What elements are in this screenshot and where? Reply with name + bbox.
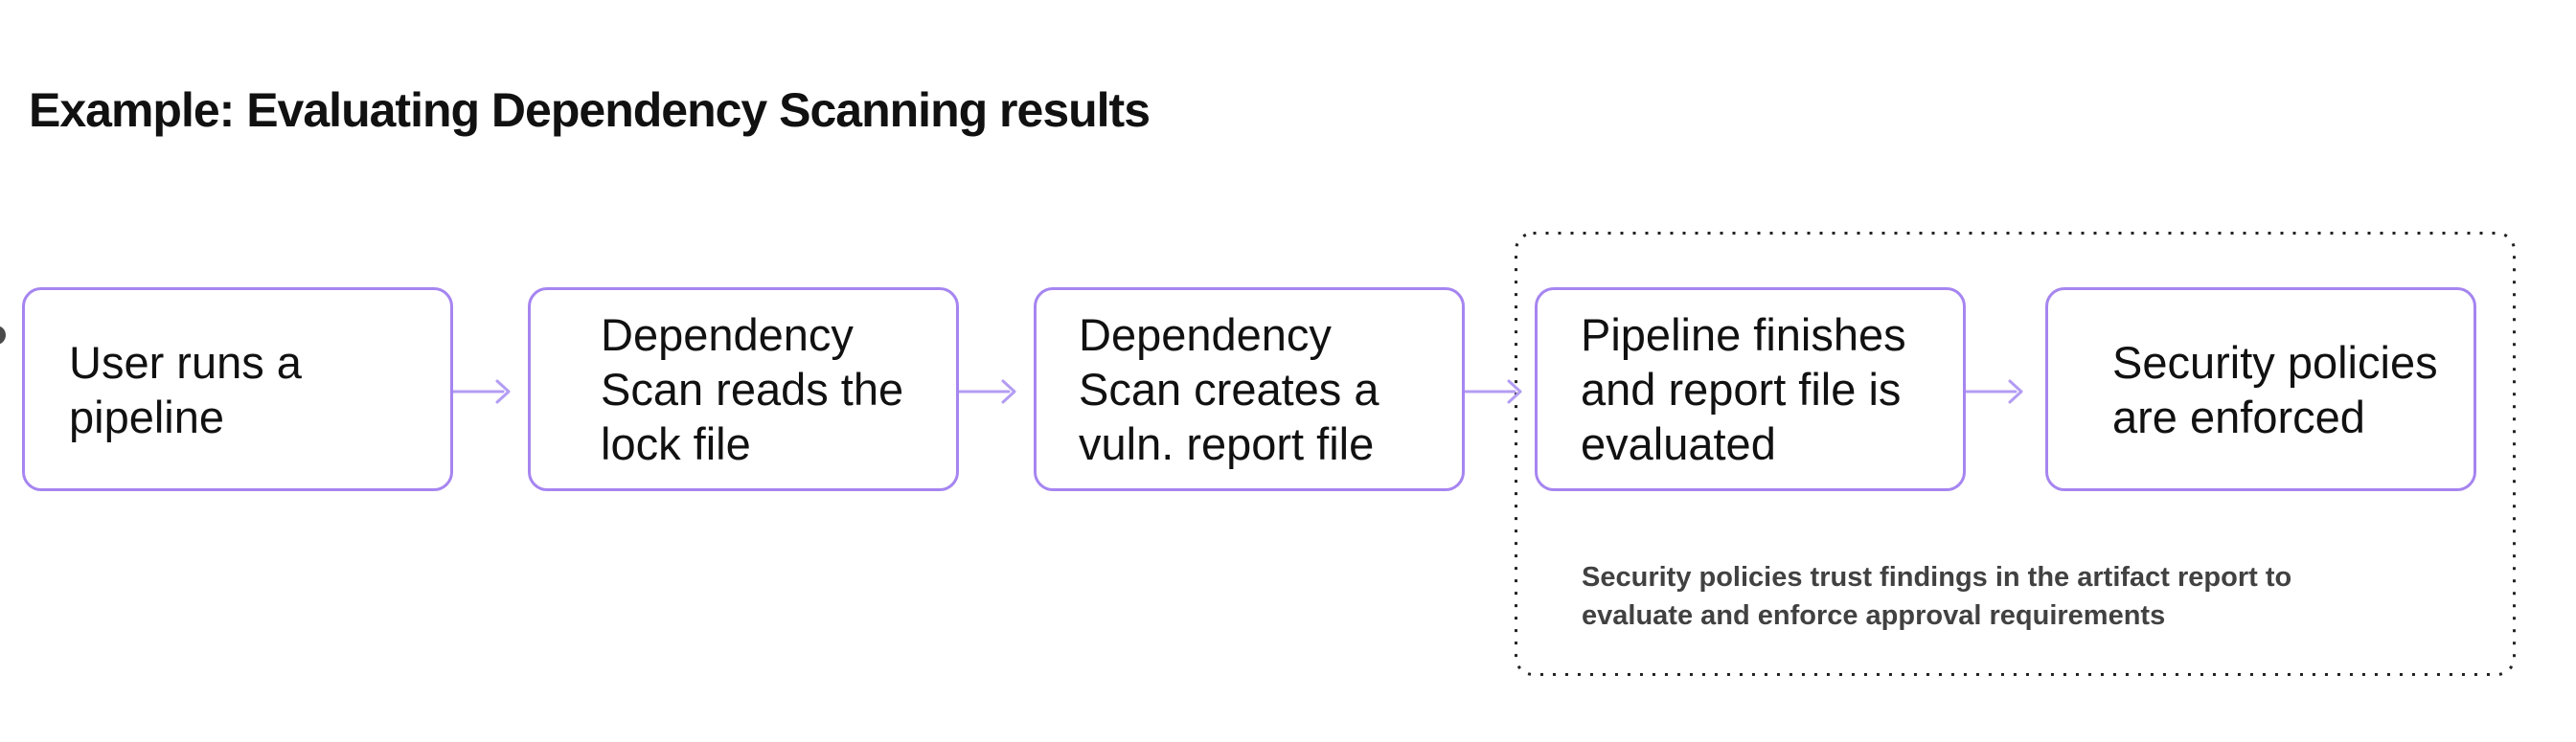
policy-evaluation-group: Security policies trust findings in the …	[1515, 232, 2516, 676]
node-line: Dependency	[601, 309, 854, 360]
flow-node-dep-scan-reads-lock: Dependency Scan reads the lock file	[528, 287, 959, 491]
flow-arrow-2-icon	[959, 379, 1016, 404]
flow-node-user-runs-pipeline: User runs a pipeline	[22, 287, 453, 491]
node-line: are enforced	[2112, 391, 2365, 442]
flow-arrow-3-icon	[1465, 379, 1522, 404]
node-line: pipeline	[69, 391, 225, 442]
flow-arrow-1-icon	[453, 379, 511, 404]
diagram-title: Example: Evaluating Dependency Scanning …	[29, 83, 1151, 137]
flow-arrow-4-icon	[1966, 379, 2023, 404]
flow-node-security-policies-enforced: Security policies are enforced	[2045, 287, 2476, 491]
dotted-border	[1515, 232, 2516, 676]
group-note-line-1: Security policies trust findings in the …	[1582, 562, 2292, 593]
node-line: User runs a	[69, 336, 302, 388]
group-note-line-2: evaluate and enforce approval requiremen…	[1582, 600, 2166, 631]
node-line: Security policies	[2112, 336, 2438, 388]
node-line: Scan reads the	[601, 364, 904, 415]
node-line: Scan creates a	[1079, 364, 1379, 415]
node-line: Dependency	[1079, 309, 1332, 360]
node-line: lock file	[601, 418, 751, 469]
node-line: evaluated	[1581, 418, 1776, 469]
flow-node-pipeline-finishes-evaluated: Pipeline finishes and report file is eva…	[1535, 287, 1966, 491]
group-note: Security policies trust findings in the …	[1582, 558, 2291, 635]
left-edge-artifact-dot	[0, 326, 6, 345]
node-line: and report file is	[1581, 364, 1902, 415]
flow-node-dep-scan-creates-report: Dependency Scan creates a vuln. report f…	[1034, 287, 1465, 491]
node-line: Pipeline finishes	[1581, 309, 1906, 360]
node-line: vuln. report file	[1079, 418, 1375, 469]
